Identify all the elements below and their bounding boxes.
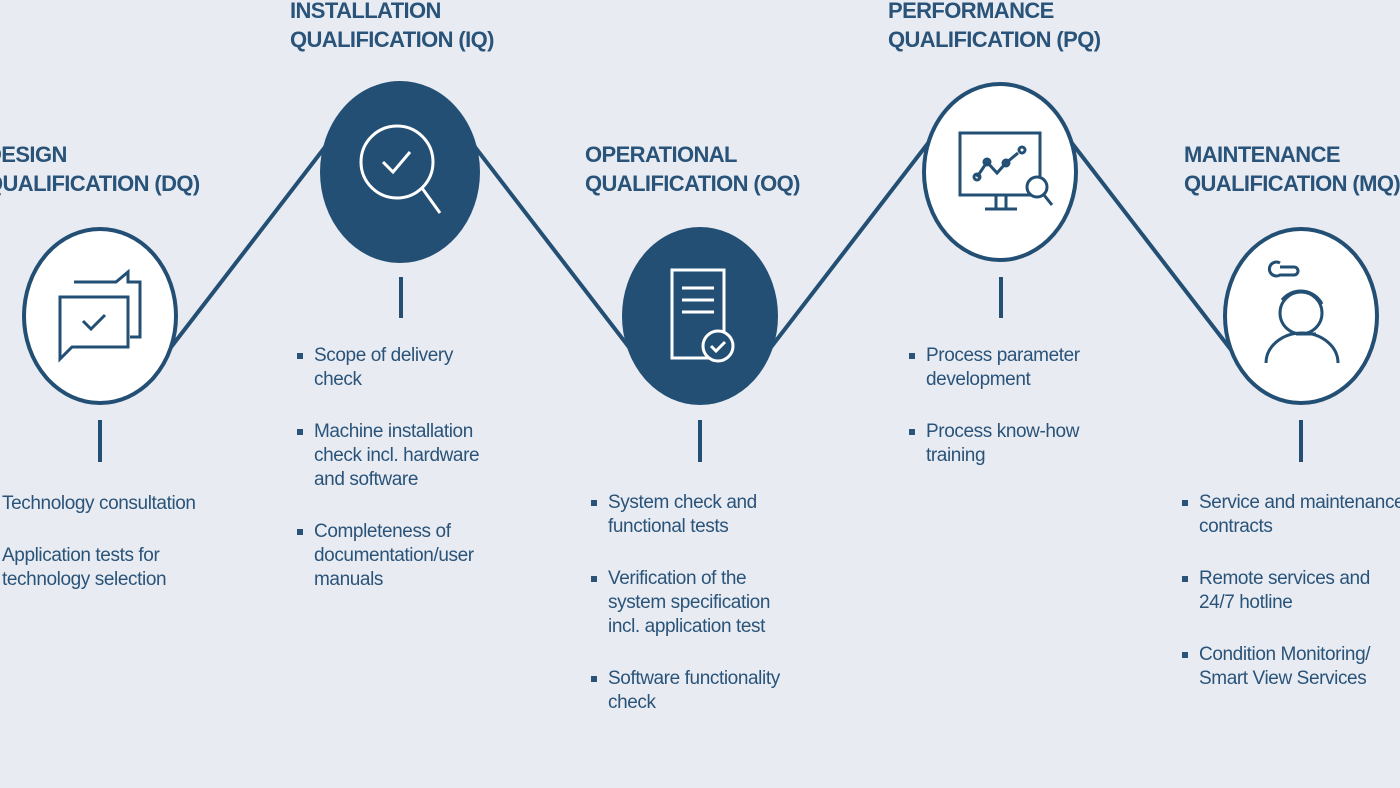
list-item: Technology consultation	[0, 492, 245, 516]
list-item: Completeness of documentation/user manua…	[297, 520, 537, 592]
mq-node	[1223, 227, 1379, 405]
list-item: Process know-how training	[909, 420, 1149, 468]
pq-list: Process parameter development Process kn…	[909, 344, 1149, 496]
chat-check-icon	[58, 268, 142, 363]
list-item: Scope of delivery check	[297, 344, 537, 392]
oq-title: OPERATIONAL QUALIFICATION (OQ)	[585, 142, 800, 196]
list-item: Application tests for technology selecti…	[0, 544, 245, 592]
oq-node	[622, 227, 778, 405]
connector-line	[163, 136, 1237, 357]
mq-list: Service and maintenance contracts Remote…	[1182, 491, 1400, 719]
iq-node	[320, 81, 480, 263]
list-item: Condition Monitoring/ Smart View Service…	[1182, 643, 1400, 691]
pq-node	[922, 82, 1078, 262]
iq-title: INSTALLATION QUALIFICATION (IQ)	[290, 0, 494, 52]
list-item: Verification of the system specification…	[591, 567, 851, 639]
list-item: Machine installation check incl. hardwar…	[297, 420, 537, 492]
dq-node	[22, 227, 178, 405]
list-item: Process parameter development	[909, 344, 1149, 392]
list-item: System check and functional tests	[591, 491, 851, 539]
pq-title: PERFORMANCE QUALIFICATION (PQ)	[888, 0, 1101, 52]
support-agent-wrench-icon	[1264, 260, 1340, 364]
dq-list: Technology consultation Application test…	[0, 492, 245, 620]
document-check-icon	[670, 268, 735, 363]
iq-list: Scope of delivery check Machine installa…	[297, 344, 537, 620]
monitor-chart-search-icon	[958, 131, 1054, 211]
magnifier-check-icon	[359, 124, 442, 214]
dq-title: DESIGN QUALIFICATION (DQ)	[0, 142, 200, 196]
list-item: Remote services and 24/7 hotline	[1182, 567, 1400, 615]
list-item: Software functionality check	[591, 667, 851, 715]
mq-title: MAINTENANCE QUALIFICATION (MQ)	[1184, 142, 1400, 196]
ticks	[98, 277, 1303, 462]
list-item: Service and maintenance contracts	[1182, 491, 1400, 539]
oq-list: System check and functional tests Verifi…	[591, 491, 851, 743]
